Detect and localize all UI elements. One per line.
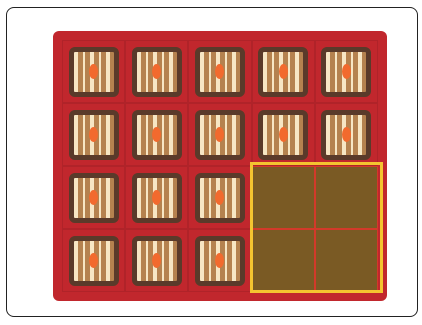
board-cell[interactable] <box>188 103 251 166</box>
board-cell[interactable] <box>315 40 378 103</box>
orange-dot-icon <box>342 64 351 79</box>
board-cell[interactable] <box>188 166 251 229</box>
striped-tile-icon[interactable] <box>258 110 308 160</box>
orange-dot-icon <box>152 190 161 205</box>
orange-dot-icon <box>89 253 98 268</box>
board-cell[interactable] <box>315 103 378 166</box>
board-cell[interactable] <box>252 40 315 103</box>
board-cell[interactable] <box>125 103 188 166</box>
empty-cell[interactable] <box>315 229 378 292</box>
orange-dot-icon <box>215 127 224 142</box>
striped-tile-icon[interactable] <box>132 110 182 160</box>
striped-tile-icon[interactable] <box>69 47 119 97</box>
orange-dot-icon <box>342 127 351 142</box>
orange-dot-icon <box>89 64 98 79</box>
board-cell[interactable] <box>62 40 125 103</box>
board-cell[interactable] <box>125 166 188 229</box>
striped-tile-icon[interactable] <box>69 173 119 223</box>
striped-tile-icon[interactable] <box>195 236 245 286</box>
striped-tile-icon[interactable] <box>195 110 245 160</box>
orange-dot-icon <box>279 127 288 142</box>
striped-tile-icon[interactable] <box>69 110 119 160</box>
orange-dot-icon <box>215 190 224 205</box>
orange-dot-icon <box>152 127 161 142</box>
striped-tile-icon[interactable] <box>321 110 371 160</box>
board-cell[interactable] <box>125 40 188 103</box>
game-board <box>53 31 387 301</box>
striped-tile-icon[interactable] <box>69 236 119 286</box>
orange-dot-icon <box>89 190 98 205</box>
striped-tile-icon[interactable] <box>132 47 182 97</box>
striped-tile-icon[interactable] <box>258 47 308 97</box>
striped-tile-icon[interactable] <box>195 47 245 97</box>
orange-dot-icon <box>215 253 224 268</box>
striped-tile-icon[interactable] <box>195 173 245 223</box>
empty-cell[interactable] <box>252 166 315 229</box>
board-cell[interactable] <box>62 166 125 229</box>
striped-tile-icon[interactable] <box>321 47 371 97</box>
orange-dot-icon <box>152 64 161 79</box>
striped-tile-icon[interactable] <box>132 173 182 223</box>
orange-dot-icon <box>279 64 288 79</box>
board-cell[interactable] <box>62 229 125 292</box>
striped-tile-icon[interactable] <box>132 236 182 286</box>
board-cell[interactable] <box>252 103 315 166</box>
orange-dot-icon <box>89 127 98 142</box>
orange-dot-icon <box>152 253 161 268</box>
board-cell[interactable] <box>62 103 125 166</box>
board-cell[interactable] <box>188 229 251 292</box>
empty-cell[interactable] <box>252 229 315 292</box>
board-cell[interactable] <box>125 229 188 292</box>
orange-dot-icon <box>215 64 224 79</box>
empty-cell[interactable] <box>315 166 378 229</box>
board-cell[interactable] <box>188 40 251 103</box>
